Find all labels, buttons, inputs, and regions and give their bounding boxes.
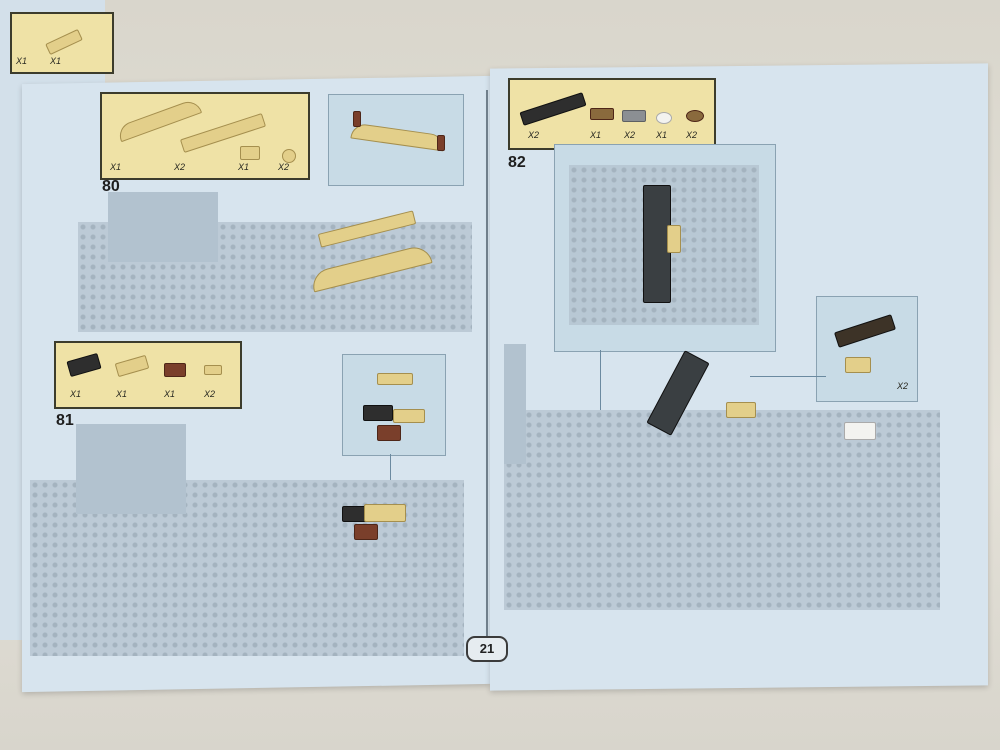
parts-box-step82: X2 X1 X2 X1 X2 xyxy=(508,78,716,150)
part-count: X2 xyxy=(528,130,540,140)
page-number: 21 xyxy=(466,636,508,662)
tan-plate-model xyxy=(364,504,406,522)
brown-small-plate xyxy=(590,108,614,120)
next-part-count: X1 xyxy=(50,56,62,66)
tan-plate xyxy=(114,354,150,378)
part-count: X2 xyxy=(624,130,636,140)
part-count: X2 xyxy=(686,130,698,140)
callout-step80 xyxy=(328,94,464,186)
part-count: X1 xyxy=(238,162,250,172)
tan-small-slope xyxy=(204,365,222,375)
tan-hinge-top-view xyxy=(667,225,681,253)
tan-hinge-base xyxy=(845,357,871,373)
dark-tile-placed xyxy=(363,405,393,421)
part-count: X1 xyxy=(110,162,122,172)
step-number-80: 80 xyxy=(102,178,120,195)
step-number-81: 81 xyxy=(56,412,74,429)
castle-model-step81 xyxy=(30,424,464,656)
next-part-count: X1 xyxy=(16,56,28,66)
brown-round-tile xyxy=(686,110,704,122)
callout-top-view xyxy=(554,144,776,352)
pin-left xyxy=(353,111,361,127)
callout-hinge: X2 xyxy=(816,296,918,402)
callout-step81 xyxy=(342,354,446,456)
dark-long-tile xyxy=(519,92,587,126)
tan-plate-placed xyxy=(393,409,425,423)
brown-brick xyxy=(164,363,186,377)
part-count: X1 xyxy=(116,389,128,399)
part-count: X1 xyxy=(656,130,668,140)
part-count: X2 xyxy=(278,162,290,172)
book-spine xyxy=(486,90,488,650)
flag-tag xyxy=(844,422,876,440)
castle-model-step80 xyxy=(78,192,472,332)
dark-tile-hinge xyxy=(833,314,897,348)
castle-tower-left xyxy=(108,192,218,262)
white-round-tile xyxy=(656,112,672,124)
parts-box-step81: X1 X1 X1 X2 xyxy=(54,341,242,409)
dark-tile xyxy=(66,352,102,378)
castle-model-step82 xyxy=(504,344,940,634)
step-number-82: 82 xyxy=(508,154,526,171)
part-count: X1 xyxy=(590,130,602,140)
part-count: X2 xyxy=(204,389,216,399)
tan-round-stud xyxy=(282,149,296,163)
part-count: X1 xyxy=(164,389,176,399)
tan-small-brick xyxy=(240,146,260,160)
leader-line xyxy=(600,350,601,436)
brown-brick-model xyxy=(354,524,378,540)
castle-tower-tall xyxy=(504,344,526,464)
tan-slope-brick xyxy=(45,28,83,56)
leader-line xyxy=(750,376,826,377)
callout-count: X2 xyxy=(897,381,909,391)
parts-box-step80: X1 X2 X1 X2 xyxy=(100,92,310,180)
tan-hinge-model xyxy=(726,402,756,418)
brown-brick-placed xyxy=(377,425,401,441)
grey-small-plate xyxy=(622,110,646,122)
leader-line xyxy=(390,454,391,500)
next-page-parts-box: X1 X1 xyxy=(10,12,114,74)
castle-wall-left xyxy=(76,424,186,514)
tan-arch-assembly xyxy=(350,122,446,152)
part-count: X1 xyxy=(70,389,82,399)
part-count: X2 xyxy=(174,162,186,172)
pin-right xyxy=(437,135,445,151)
tan-cap-piece xyxy=(377,373,413,385)
